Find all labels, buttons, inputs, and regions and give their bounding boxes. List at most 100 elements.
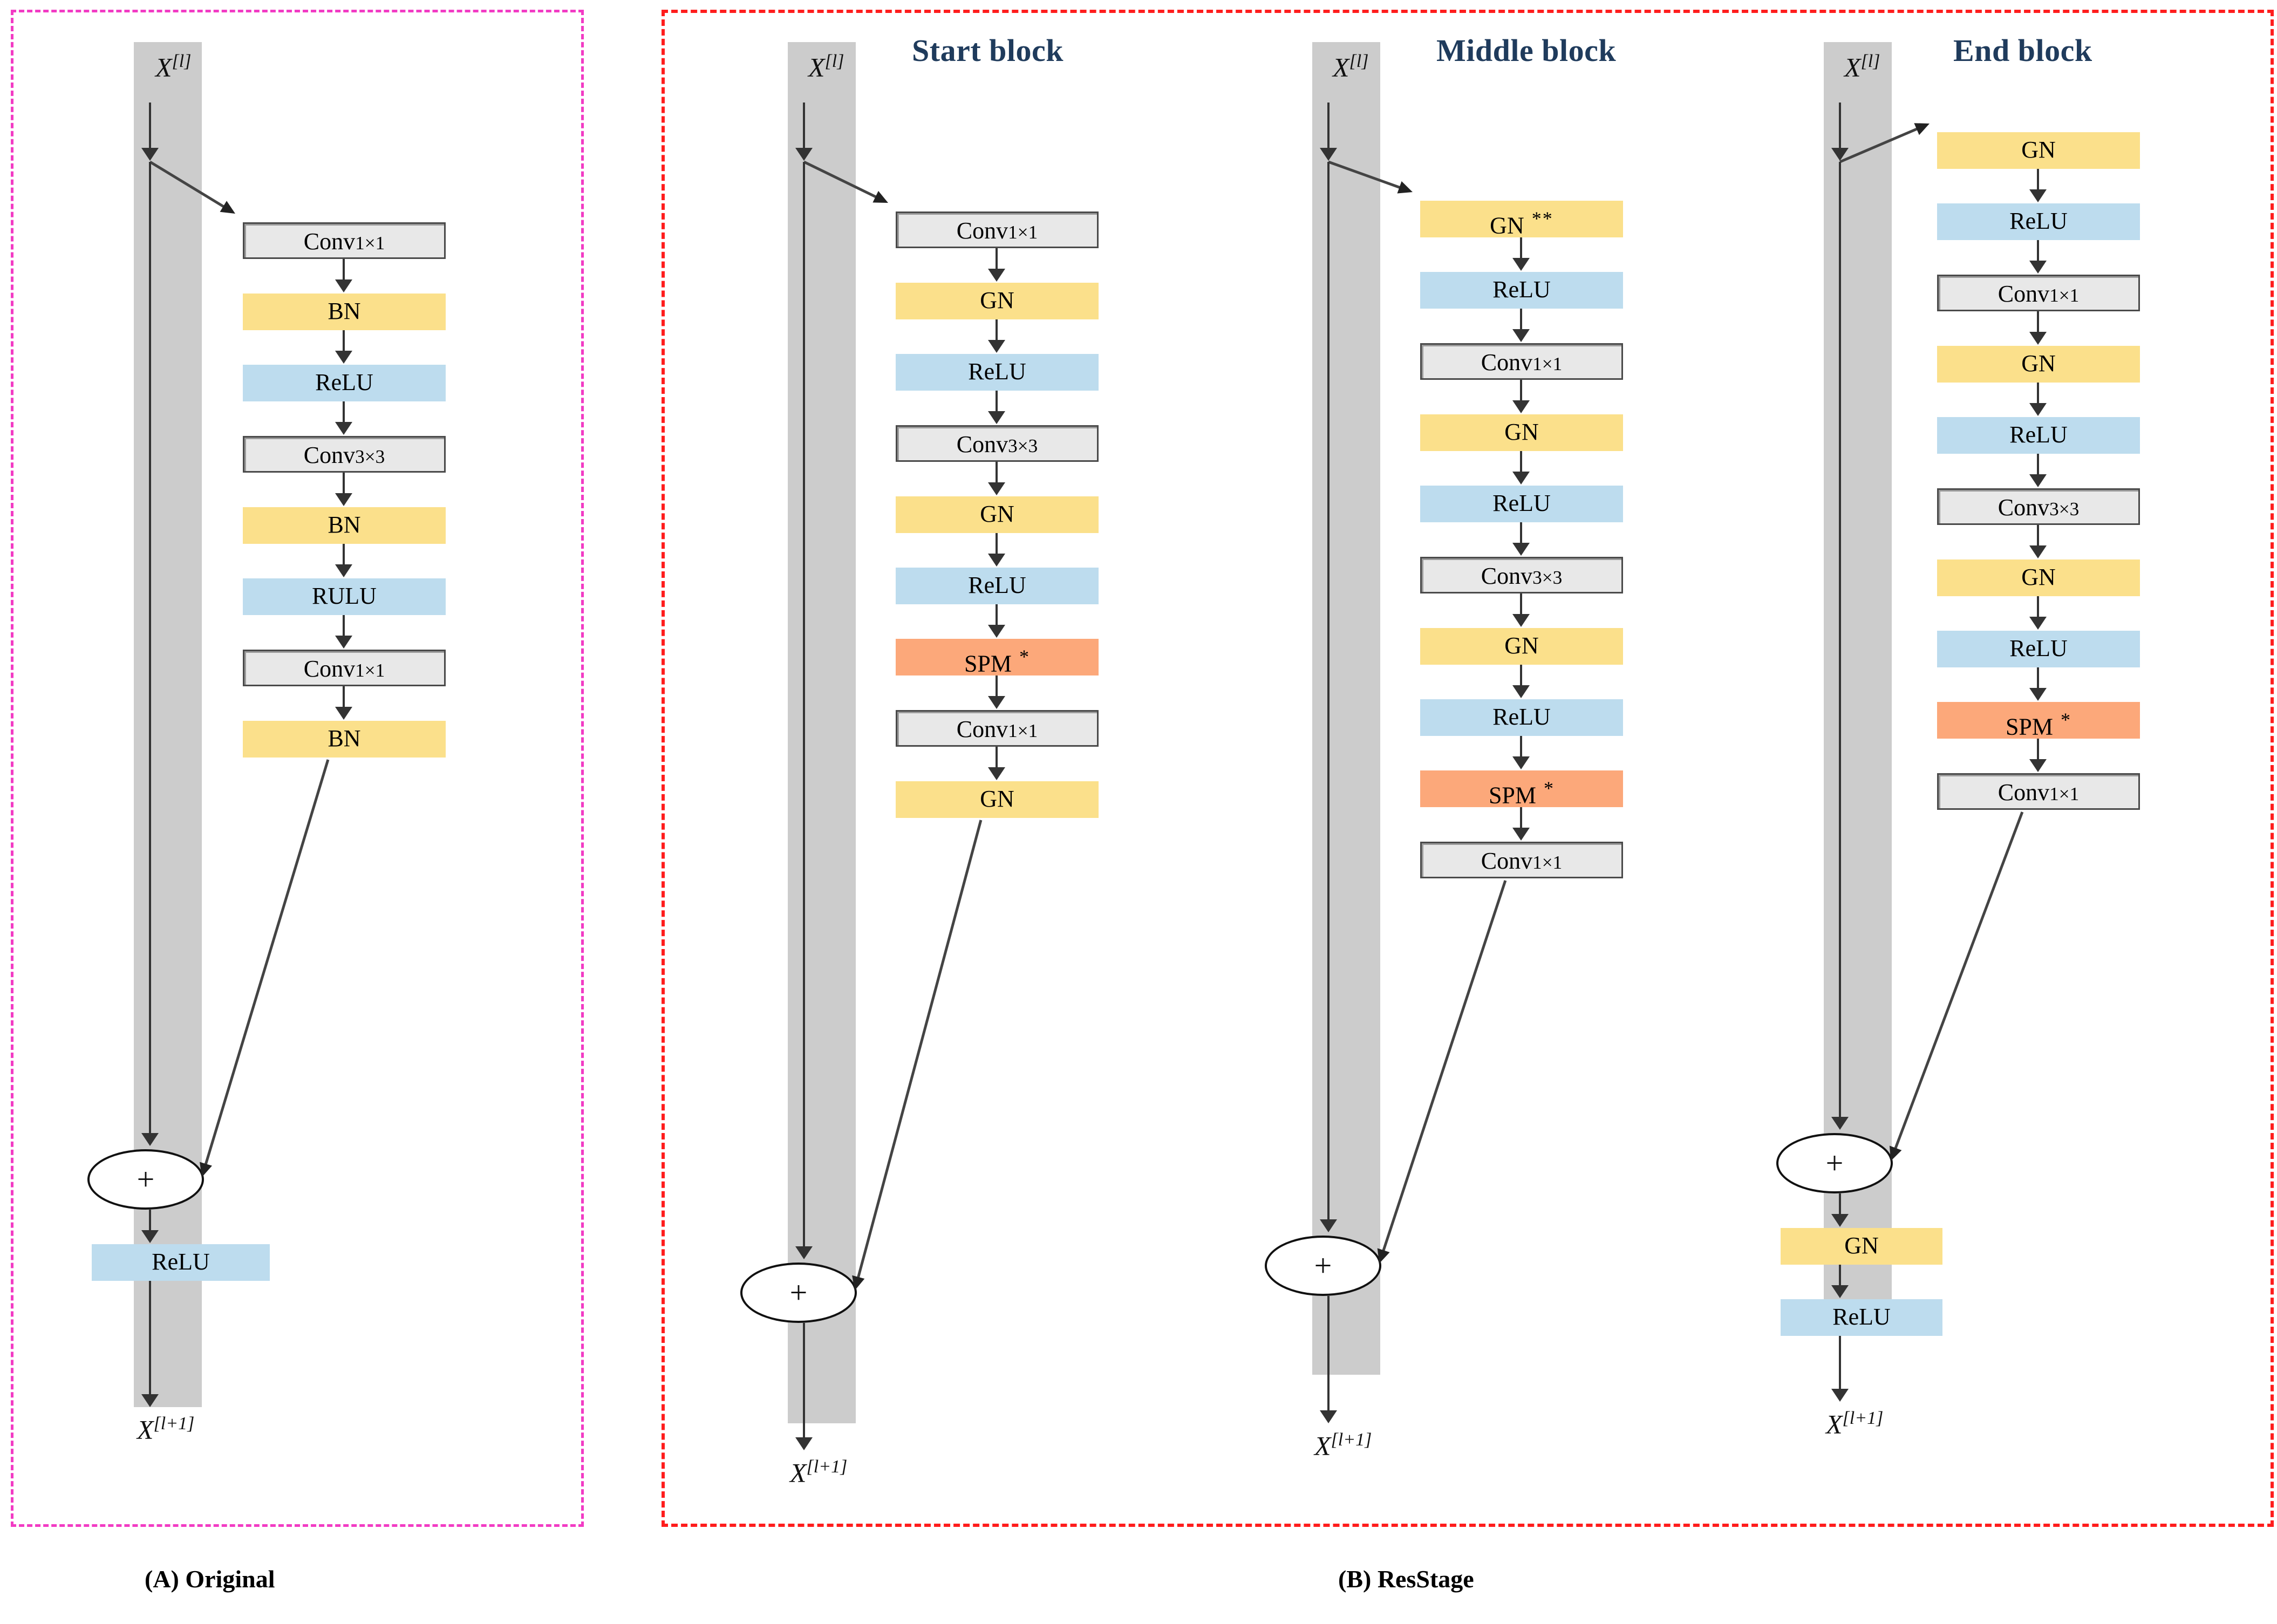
- block-end-7-relu: ReLU: [1937, 631, 2140, 667]
- flow-arrow: [1320, 162, 1337, 1232]
- block-start-4-gn: GN: [896, 496, 1099, 533]
- block-label: GN: [1844, 1232, 1879, 1259]
- input-tensor-symbol: X: [1844, 52, 1861, 83]
- flow-arrow: [1831, 1193, 1849, 1227]
- plus-symbol: +: [1314, 1248, 1332, 1283]
- block-middle-5-conv-3x3: Conv3×3: [1420, 557, 1623, 593]
- block-label: Conv: [1998, 494, 2050, 521]
- block-start-8-gn: GN: [896, 781, 1099, 818]
- flow-arrow: [988, 248, 1005, 282]
- residual-add-node: +: [1776, 1133, 1893, 1193]
- block-start-2-relu: ReLU: [896, 354, 1099, 391]
- block-kernel-size: 1×1: [1532, 852, 1563, 873]
- block-original-1-bn: BN: [243, 294, 446, 330]
- block-kernel-size: 3×3: [355, 446, 385, 467]
- block-label: ReLU: [968, 358, 1026, 385]
- flow-arrow: [1320, 103, 1337, 161]
- footnote-asterisk: **: [1531, 208, 1553, 229]
- branch-arrow: [186, 743, 344, 1193]
- block-middle-6-gn: GN: [1420, 628, 1623, 665]
- block-label: GN: [980, 501, 1014, 527]
- panel-resstage-border: [662, 10, 2274, 1527]
- block-end-6-gn: GN: [1937, 559, 2140, 596]
- block-end-post-1-relu: ReLU: [1781, 1299, 1942, 1336]
- input-tensor-label: X[l]: [808, 51, 844, 83]
- input-tensor-label: X[l]: [155, 51, 191, 83]
- block-middle-8-spm: SPM*: [1420, 770, 1623, 809]
- block-kernel-size: 1×1: [355, 233, 385, 254]
- residual-add-node: +: [740, 1263, 857, 1323]
- block-middle-3-gn: GN: [1420, 414, 1623, 451]
- block-kernel-size: 1×1: [355, 660, 385, 681]
- block-label: ReLU: [315, 369, 373, 395]
- flow-arrow: [2029, 596, 2047, 630]
- block-label: Conv: [303, 656, 356, 682]
- block-original-5-rulu: RULU: [243, 578, 446, 615]
- panel-a-caption: (A) Original: [145, 1565, 275, 1593]
- residual-add-node: +: [87, 1149, 204, 1210]
- flow-arrow: [141, 162, 159, 1146]
- skip-connection-arrow: [1824, 42, 1892, 1332]
- flow-arrow: [988, 604, 1005, 638]
- output-tensor-superscript: [l+1]: [1842, 1408, 1884, 1428]
- block-label: ReLU: [1492, 704, 1551, 730]
- block-end-post-0-gn: GN: [1781, 1228, 1942, 1265]
- block-start-1-gn: GN: [896, 283, 1099, 319]
- panel-b-caption: (B) ResStage: [1338, 1565, 1474, 1593]
- flow-arrow: [141, 103, 159, 161]
- branch-arrow: [838, 804, 997, 1307]
- block-kernel-size: 1×1: [2049, 285, 2080, 306]
- block-label: Conv: [1998, 779, 2050, 806]
- flow-arrow: [335, 615, 352, 649]
- block-label: GN: [1504, 632, 1539, 659]
- block-start-7-conv-1x1: Conv1×1: [896, 710, 1099, 747]
- block-label: SPM: [2005, 713, 2054, 740]
- flow-arrow: [2029, 454, 2047, 487]
- flow-arrow: [1512, 736, 1530, 769]
- block-label: BN: [328, 298, 361, 324]
- block-label: ReLU: [1492, 490, 1551, 516]
- skip-connection-arrow: [1312, 42, 1380, 1375]
- block-original-post-0-relu: ReLU: [92, 1244, 270, 1281]
- flow-arrow: [335, 686, 352, 720]
- flow-arrow: [988, 319, 1005, 353]
- block-label: BN: [328, 725, 361, 752]
- output-tensor-superscript: [l+1]: [153, 1414, 195, 1434]
- flow-arrow: [1512, 309, 1530, 342]
- block-end-5-conv-3x3: Conv3×3: [1937, 488, 2140, 525]
- flow-arrow: [1320, 1296, 1337, 1423]
- block-label: Conv: [1998, 281, 2050, 307]
- block-start-0-conv-1x1: Conv1×1: [896, 211, 1099, 248]
- block-title-start: Start block: [912, 33, 1063, 68]
- block-original-2-relu: ReLU: [243, 365, 446, 401]
- block-label: GN: [2021, 137, 2056, 163]
- block-original-3-conv-3x3: Conv3×3: [243, 436, 446, 473]
- flow-arrow: [141, 1281, 159, 1407]
- block-title-middle: Middle block: [1436, 33, 1617, 68]
- block-label: Conv: [1481, 349, 1533, 376]
- block-kernel-size: 3×3: [2049, 499, 2080, 520]
- block-end-2-conv-1x1: Conv1×1: [1937, 275, 2140, 311]
- flow-arrow: [2029, 311, 2047, 345]
- output-tensor-label: X[l+1]: [1314, 1430, 1372, 1462]
- block-end-9-conv-1x1: Conv1×1: [1937, 773, 2140, 810]
- branch-arrow: [1363, 864, 1522, 1280]
- block-label: RULU: [312, 583, 377, 609]
- output-tensor-symbol: X: [790, 1457, 807, 1488]
- flow-arrow: [2029, 667, 2047, 701]
- flow-arrow: [988, 391, 1005, 424]
- block-kernel-size: 1×1: [1532, 353, 1563, 374]
- block-label: Conv: [1481, 563, 1533, 589]
- input-tensor-symbol: X: [808, 52, 825, 83]
- input-tensor-symbol: X: [1333, 52, 1349, 83]
- branch-arrow: [1874, 796, 2039, 1177]
- block-label: Conv: [956, 431, 1008, 458]
- flow-arrow: [335, 401, 352, 435]
- flow-arrow: [335, 544, 352, 577]
- footnote-asterisk: *: [1019, 646, 1031, 667]
- flow-arrow: [1512, 593, 1530, 627]
- block-middle-7-relu: ReLU: [1420, 699, 1623, 736]
- flow-arrow: [335, 473, 352, 506]
